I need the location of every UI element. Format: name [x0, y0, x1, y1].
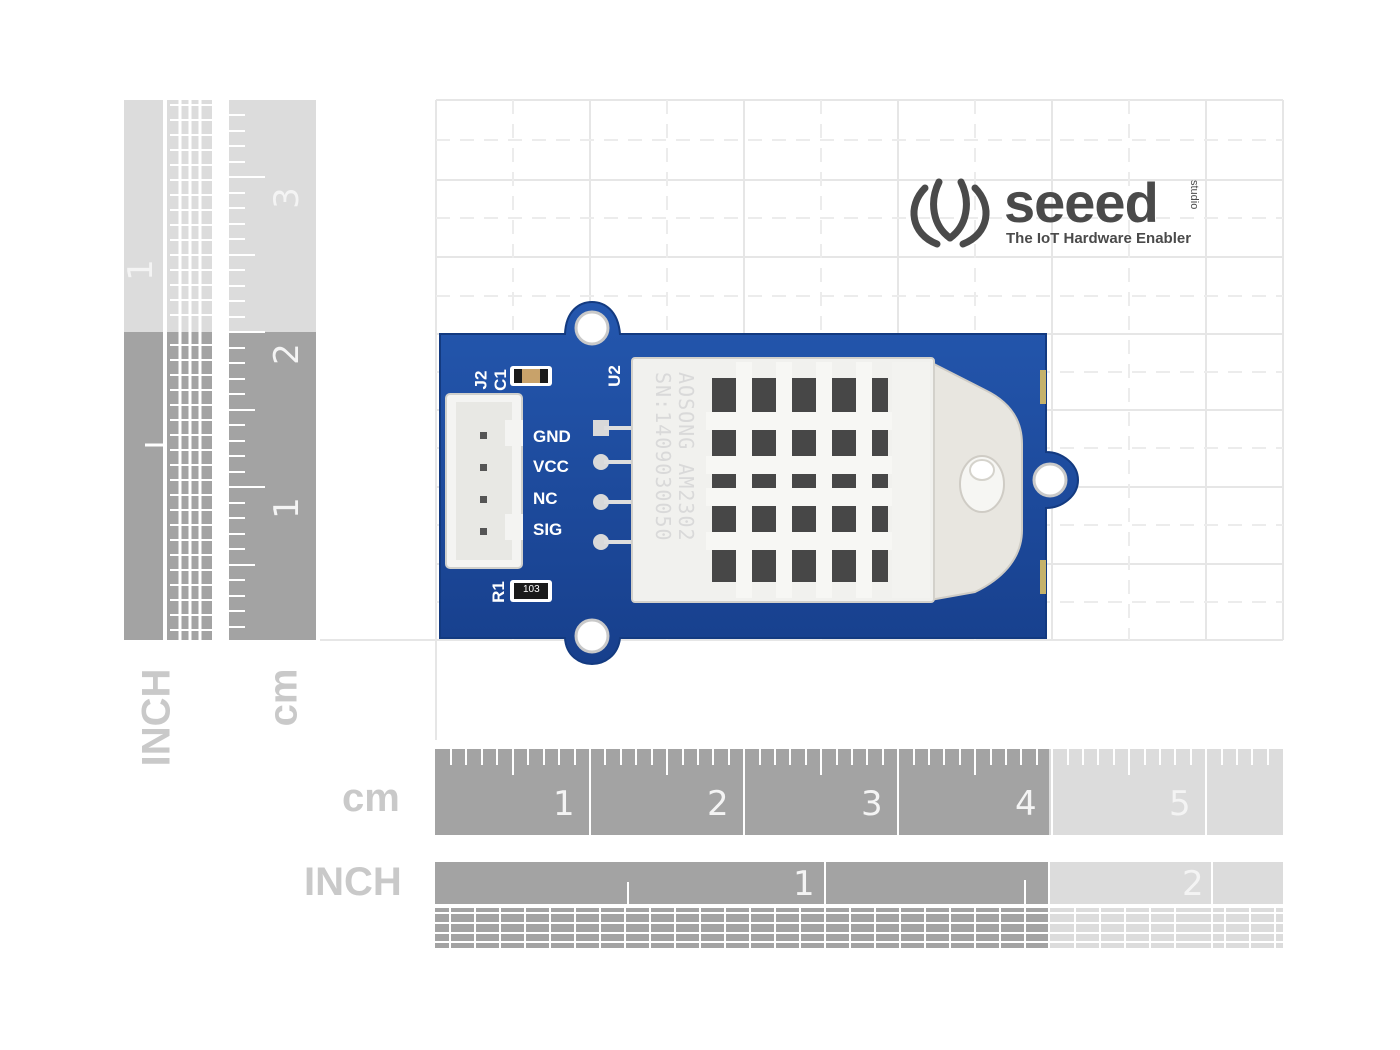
sensor-text-line1: AOSONG AM2302 [674, 372, 698, 542]
horizontal-cm-ruler-light [1049, 749, 1283, 835]
horizontal-cm-number-3: 3 [861, 784, 883, 824]
horizontal-cm-number-2: 2 [707, 784, 729, 824]
vertical-cm-ruler-light [229, 100, 316, 332]
pin-label-nc: NC [533, 489, 558, 508]
mounting-hole-right [1032, 462, 1068, 498]
mounting-hole-bottom [574, 618, 610, 654]
silk-r1: R1 [488, 581, 508, 603]
seeed-logo-icon [910, 178, 990, 248]
mounting-hole-top [574, 310, 610, 346]
horizontal-cm-number-1: 1 [553, 784, 575, 824]
resistor-marking: 103 [523, 584, 540, 595]
silk-c1: C1 [490, 369, 510, 391]
pin-label-sig: SIG [533, 520, 563, 539]
vertical-inch-ruler-dark [124, 332, 212, 640]
pin-label-gnd: GND [533, 427, 571, 446]
horizontal-inch-label: INCH [304, 860, 402, 904]
seeed-logo-wordmark: seeed [1004, 171, 1159, 234]
silk-u2: U2 [604, 365, 624, 387]
vertical-inch-ruler-light [124, 100, 212, 332]
horizontal-cm-number-5: 5 [1169, 784, 1191, 824]
horizontal-cm-label: cm [342, 776, 400, 820]
horizontal-cm-number-4: 4 [1015, 784, 1037, 824]
silk-j2: J2 [471, 370, 491, 390]
seeed-logo-tagline: The IoT Hardware Enabler [1006, 230, 1192, 247]
horizontal-cm-ruler-dark [435, 749, 1049, 835]
sensor-clip-knob [959, 455, 1005, 513]
pin-label-vcc: VCC [533, 457, 569, 476]
sensor-text-line2: SN:1409030050 [651, 372, 675, 542]
horizontal-inch-number-2: 2 [1182, 864, 1204, 904]
horizontal-inch-number-1: 1 [793, 864, 815, 904]
